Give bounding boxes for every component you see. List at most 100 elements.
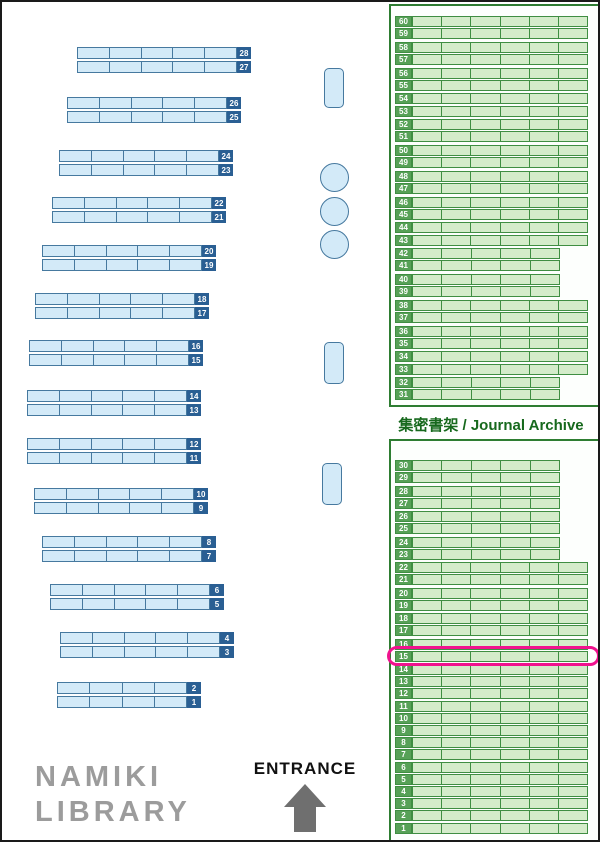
entrance-label: ENTRANCE <box>253 759 357 778</box>
shelf-body <box>412 613 588 624</box>
shelf-number-tag: 57 <box>395 54 412 65</box>
shelf-segment <box>130 112 163 122</box>
shelf-number-tag: 19 <box>202 259 216 271</box>
shelf-segment <box>441 600 470 610</box>
shelf-body <box>52 197 212 209</box>
shelf-segment <box>470 94 499 104</box>
shelf-segment <box>122 165 155 175</box>
shelf-segment <box>413 601 441 610</box>
shelf-body <box>412 773 588 785</box>
shelf-segment <box>413 512 441 521</box>
shelf-number-tag: 8 <box>395 737 412 749</box>
shelf-body <box>50 584 210 596</box>
shelf-segment <box>60 355 93 365</box>
shelf-segment <box>528 665 558 674</box>
archive-shelf-row: 47 <box>395 183 588 194</box>
shelf-number-tag: 59 <box>395 28 412 40</box>
shelf-segment <box>557 364 587 374</box>
shelf-segment <box>528 120 558 130</box>
shelf-segment <box>169 246 201 256</box>
shelf-segment <box>557 120 587 130</box>
shelf-body <box>34 502 194 514</box>
shelf-number-tag: 14 <box>395 664 412 675</box>
shelf-segment <box>81 599 114 609</box>
shelf-segment <box>499 171 529 181</box>
shelf-segment <box>557 42 587 52</box>
shelf-number-tag: 54 <box>395 93 412 105</box>
shelf-segment <box>140 48 173 58</box>
archive-shelf-row: 11 <box>395 700 588 712</box>
shelf-number-tag: 20 <box>395 587 412 599</box>
bookshelf-row: 3 <box>60 646 234 658</box>
shelf-segment <box>528 575 558 584</box>
shelf-segment <box>154 165 186 175</box>
shelf-segment <box>557 171 587 181</box>
shelf-body <box>42 259 202 271</box>
shelf-segment <box>162 294 194 304</box>
shelf-segment <box>413 811 441 820</box>
shelf-body <box>412 312 588 323</box>
shelf-segment <box>470 171 499 181</box>
shelf-body <box>29 340 189 352</box>
shelf-segment <box>528 651 558 661</box>
shelf-segment <box>499 338 529 348</box>
shelf-body <box>412 725 588 736</box>
archive-shelf-row: 25 <box>395 523 560 534</box>
shelf-body <box>412 248 560 260</box>
shelf-segment <box>500 461 529 470</box>
shelf-body <box>412 234 588 246</box>
shelf-segment <box>528 80 558 90</box>
shelf-segment <box>557 158 587 168</box>
shelf-segment <box>169 260 201 270</box>
pillar <box>322 463 342 505</box>
shelf-segment <box>413 275 441 284</box>
shelf-number-tag: 3 <box>220 646 234 658</box>
archive-shelf-row: 31 <box>395 389 560 401</box>
shelf-segment <box>413 626 441 635</box>
shelf-body <box>412 587 588 599</box>
shelf-segment <box>499 132 529 142</box>
shelf-segment <box>413 146 441 155</box>
shelf-segment <box>499 651 529 661</box>
shelf-segment <box>413 799 441 808</box>
shelf-segment <box>528 94 558 104</box>
shelf-number-tag: 25 <box>395 523 412 534</box>
shelf-segment <box>557 600 587 610</box>
shelf-segment <box>156 341 188 351</box>
shelf-segment <box>73 551 106 561</box>
shelf-number-tag: 21 <box>212 211 226 223</box>
shelf-segment <box>441 171 470 181</box>
shelf-segment <box>499 823 529 833</box>
shelf-segment <box>557 197 587 207</box>
shelf-segment <box>470 738 499 748</box>
shelf-segment <box>441 338 470 348</box>
pillar <box>324 68 344 108</box>
shelf-segment <box>441 29 470 39</box>
shelf-segment <box>413 172 441 181</box>
shelf-number-tag: 11 <box>395 700 412 712</box>
shelf-segment <box>499 799 529 809</box>
shelf-body <box>412 389 560 401</box>
round-table <box>320 197 349 226</box>
shelf-segment <box>470 563 499 572</box>
shelf-segment <box>500 287 529 297</box>
shelf-body <box>412 485 560 497</box>
shelf-segment <box>470 774 499 784</box>
shelf-body <box>412 676 588 688</box>
shelf-segment <box>441 689 470 699</box>
shelf-segment <box>528 811 558 821</box>
shelf-number-tag: 44 <box>395 222 412 234</box>
shelf-segment <box>123 647 156 657</box>
shelf-segment <box>98 112 131 122</box>
shelf-segment <box>557 726 587 735</box>
shelf-segment <box>124 341 156 351</box>
shelf-segment <box>499 80 529 90</box>
shelf-body <box>42 245 202 257</box>
shelf-segment <box>557 326 587 336</box>
shelf-segment <box>169 551 201 561</box>
shelf-segment <box>115 212 148 222</box>
shelf-segment <box>499 209 529 219</box>
shelf-body <box>77 47 237 59</box>
